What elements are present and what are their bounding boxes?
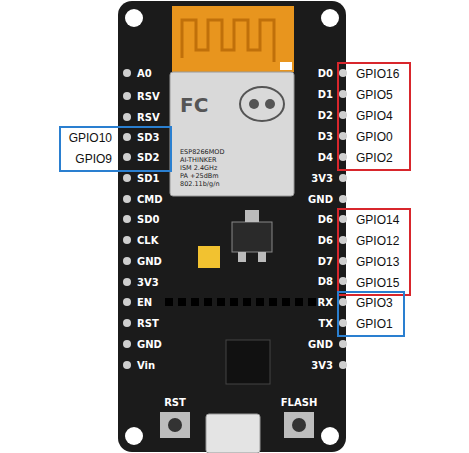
- pin-name: D6: [318, 214, 333, 225]
- module-marking: AI-THINKER: [180, 156, 217, 164]
- pin-name: A0: [137, 68, 152, 79]
- pin-name: D3: [318, 131, 333, 142]
- regulator-leg: [238, 252, 246, 262]
- pin-name: RSV: [137, 112, 160, 123]
- gpio-label: GPIO14: [356, 210, 401, 231]
- pin-name: GND: [137, 256, 162, 267]
- usb-connector: [206, 414, 260, 453]
- pin-name: SD0: [137, 214, 159, 225]
- wifi-logo: [265, 99, 275, 109]
- pin-name: RX: [318, 297, 333, 308]
- gpio-label: GPIO2: [356, 148, 401, 169]
- wifi-logo: [240, 87, 284, 121]
- pin-name: D0: [318, 68, 333, 79]
- antenna-area: [172, 6, 294, 72]
- mount-hole: [321, 9, 339, 27]
- pin-name: 3V3: [311, 173, 333, 184]
- reset-button: [160, 412, 190, 438]
- pin-pads: [123, 69, 347, 369]
- gpio-group-box: GPIO16GPIO5GPIO4GPIO0GPIO2: [337, 62, 411, 171]
- pin-name: D2: [318, 110, 333, 121]
- gpio-label: GPIO0: [356, 127, 401, 148]
- gpio-label: GPIO9: [69, 149, 112, 170]
- pin-name: SD2: [137, 152, 159, 163]
- pin-name: CLK: [137, 235, 158, 246]
- pcb: [118, 1, 346, 452]
- wifi-logo: [249, 99, 259, 109]
- pin-name: GND: [137, 339, 162, 350]
- mount-hole: [125, 427, 143, 445]
- button-label: FLASH: [281, 397, 318, 408]
- pin-name: EN: [137, 297, 152, 308]
- regulator-tab: [245, 210, 259, 222]
- pin-name: D8: [318, 276, 333, 287]
- pin-name: GND: [308, 194, 333, 205]
- module-marking: 802.11b/g/n: [180, 180, 220, 188]
- gpio-label: GPIO10: [69, 128, 112, 149]
- pin-name: CMD: [137, 194, 163, 205]
- header-row: [165, 298, 316, 306]
- pin-name: D7: [318, 256, 333, 267]
- module-marking: ESP8266MOD: [180, 148, 224, 156]
- module-marking: PA +25dBm: [180, 172, 219, 180]
- pin-name: SD3: [137, 132, 159, 143]
- gpio-label: GPIO5: [356, 85, 401, 106]
- capacitor: [198, 246, 220, 268]
- gpio-label: GPIO3: [356, 293, 395, 314]
- pin-name: D1: [318, 89, 333, 100]
- fcc-logo: FC: [180, 93, 208, 117]
- regulator-leg: [258, 252, 266, 262]
- regulator: [232, 222, 272, 252]
- gpio-group-box: GPIO14GPIO12GPIO13GPIO15: [337, 208, 411, 296]
- gpio-label: GPIO16: [356, 64, 401, 85]
- reset-button: [168, 418, 182, 432]
- gpio-group-box: GPIO3GPIO1: [337, 291, 405, 337]
- usb-chip: [226, 340, 270, 384]
- pin-name: D6: [318, 235, 333, 246]
- pin-name: GND: [308, 339, 333, 350]
- pin-name: RSV: [137, 91, 160, 102]
- gpio-label: GPIO13: [356, 252, 401, 273]
- flash-button: [292, 418, 306, 432]
- marker: [280, 62, 292, 70]
- gpio-label: GPIO1: [356, 314, 395, 335]
- gpio-label: GPIO4: [356, 106, 401, 127]
- mount-hole: [125, 9, 143, 27]
- mount-hole: [321, 427, 339, 445]
- gpio-label: GPIO12: [356, 231, 401, 252]
- pin-name: TX: [318, 318, 333, 329]
- pin-name: RST: [137, 318, 159, 329]
- pin-name: D4: [318, 152, 333, 163]
- antenna-trace: [182, 20, 274, 62]
- flash-button: [284, 412, 314, 438]
- module-shield: [170, 72, 294, 196]
- pin-name: 3V3: [137, 277, 159, 288]
- module-marking: ISM 2.4GHz: [180, 164, 217, 172]
- pin-name: Vin: [137, 360, 155, 371]
- pin-name: 3V3: [311, 360, 333, 371]
- pin-name: SD1: [137, 173, 159, 184]
- button-label: RST: [164, 397, 186, 408]
